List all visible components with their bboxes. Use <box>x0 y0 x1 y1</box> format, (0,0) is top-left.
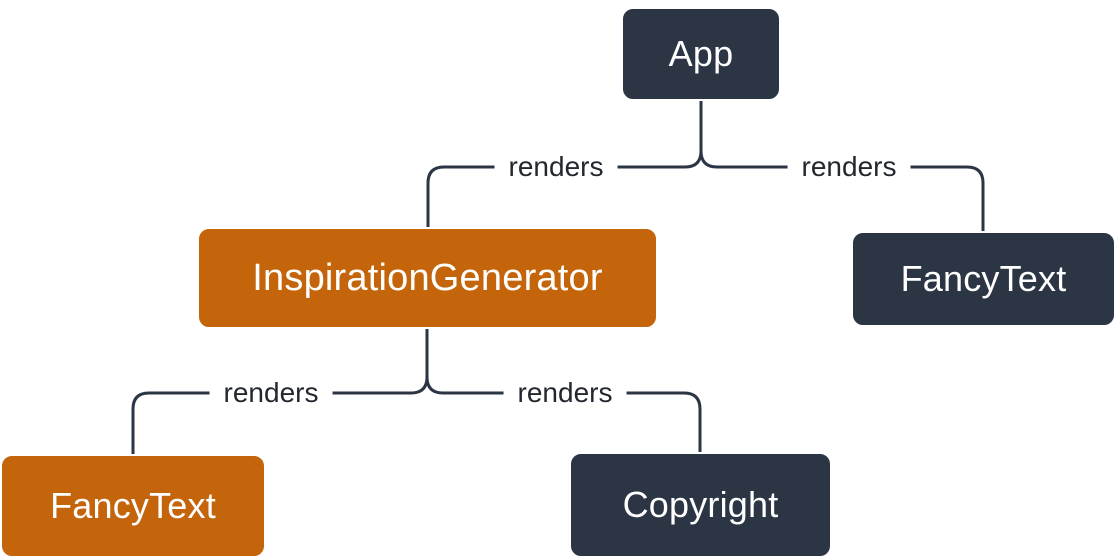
node-fancytext-bottom: FancyText <box>0 454 266 558</box>
node-app-label: App <box>668 33 734 74</box>
node-fancytext-top-label: FancyText <box>900 258 1067 299</box>
node-inspiration-generator-label: InspirationGenerator <box>252 256 603 299</box>
node-app: App <box>621 7 781 101</box>
node-fancytext-bottom-label: FancyText <box>50 485 216 526</box>
node-copyright-label: Copyright <box>622 484 779 525</box>
node-inspiration-generator: InspirationGenerator <box>197 227 658 329</box>
edge-label-app-inspiration-generator: renders <box>494 149 618 185</box>
edge-label-inspiration-generator-copyright: renders <box>503 375 627 411</box>
node-fancytext-top: FancyText <box>851 231 1116 327</box>
edge-label-inspiration-generator-fancytext: renders <box>209 375 333 411</box>
node-copyright: Copyright <box>569 452 832 558</box>
edge-label-app-fancytext: renders <box>787 149 911 185</box>
